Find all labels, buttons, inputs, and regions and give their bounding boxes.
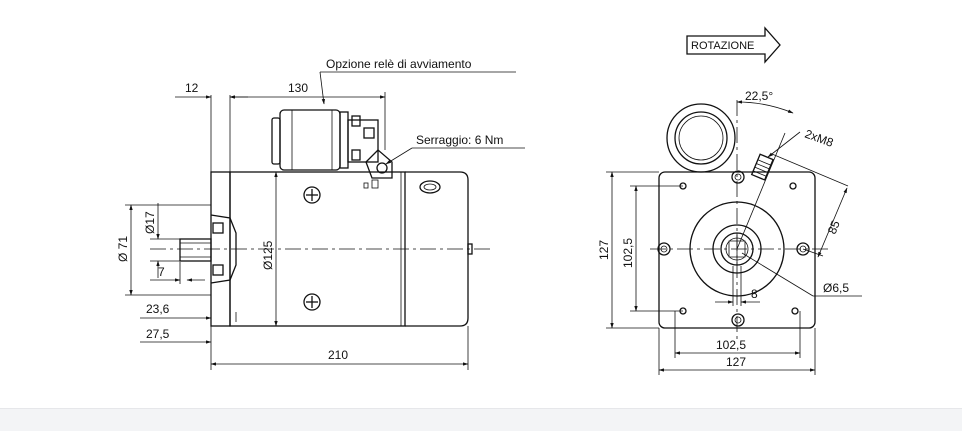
tightening-label: Serraggio: 6 Nm — [416, 133, 503, 147]
dim-27-5: 27,5 — [146, 327, 170, 341]
rear-plug — [419, 180, 441, 194]
dim-8: 8 — [751, 287, 758, 301]
dim-85: 85 — [825, 218, 843, 236]
dim-7: 7 — [158, 265, 165, 279]
dim-210: 210 — [328, 348, 348, 362]
rear-stud — [467, 243, 473, 255]
corner-hole-tr — [731, 170, 745, 184]
output-shaft — [179, 238, 212, 262]
front-view: ROTAZIONE — [597, 26, 862, 375]
dim-d17: Ø17 — [143, 211, 157, 234]
dim-102-5-vertical: 102,5 — [621, 238, 635, 268]
dim-d6-5: Ø6,5 — [823, 281, 849, 295]
dim-d71: Ø 71 — [116, 236, 130, 262]
side-view: 12 130 Opzione relè di avviamento Serrag… — [116, 57, 525, 370]
angle-22-5: 22,5° — [745, 89, 773, 103]
corner-hole-l — [657, 242, 671, 256]
small-hole-br — [791, 307, 799, 315]
dim-relay-130: 130 — [288, 81, 308, 95]
dim-127-horizontal: 127 — [726, 355, 746, 369]
small-hole-tr — [789, 182, 797, 190]
corner-hole-r — [796, 242, 810, 256]
relay-option-label: Opzione relè di avviamento — [326, 57, 472, 71]
screw-bottom — [303, 293, 321, 311]
bottom-band — [0, 408, 962, 431]
motor-body — [229, 171, 406, 327]
dim-23-6: 23,6 — [146, 302, 170, 316]
rotation-arrow — [686, 26, 781, 64]
bolt-top — [212, 222, 224, 234]
relay-top-view — [666, 103, 736, 173]
dim-127-vertical: 127 — [597, 240, 611, 260]
corner-hole-b — [731, 313, 745, 327]
screw-top — [303, 186, 321, 204]
bolt-bottom — [212, 264, 224, 276]
dim-102-5-horizontal: 102,5 — [716, 338, 746, 352]
thread-2xm8: 2xM8 — [803, 127, 836, 150]
shaft-housing — [210, 214, 237, 284]
shaft-front — [689, 201, 785, 297]
dim-flange-12: 12 — [185, 81, 199, 95]
starter-relay — [271, 109, 393, 189]
dim-d125: Ø125 — [261, 240, 275, 270]
rotation-label: ROTAZIONE — [691, 40, 754, 52]
cable-gland — [750, 153, 774, 181]
